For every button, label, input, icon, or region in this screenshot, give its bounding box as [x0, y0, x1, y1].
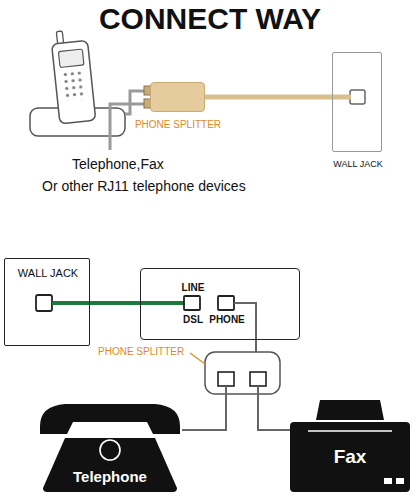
- dsl-filter-box-text: DSL: [183, 314, 203, 326]
- wall-jack-plate: WALL JACK: [332, 52, 382, 152]
- cable-end: [332, 95, 351, 100]
- device-note: Or other RJ11 telephone devices: [42, 178, 246, 194]
- dsl-filter-box-text: PHONE: [209, 314, 245, 326]
- dsl-filter-box-text: LINE: [182, 282, 205, 294]
- wall-jack-socket: [36, 295, 52, 311]
- phone-cable: [205, 95, 332, 100]
- wall-jack-box: WALL JACK: [4, 258, 90, 346]
- fax-icon-text: Fax: [334, 446, 367, 468]
- telephone-icon: Telephone: [35, 398, 185, 492]
- green-line: [90, 301, 140, 305]
- device-note: Telephone,Fax: [72, 156, 164, 172]
- line-port: [184, 296, 200, 310]
- phone-splitter: PHONE SPLITTER: [150, 82, 205, 112]
- wall-jack-plate-text: WALL JACK: [333, 159, 382, 169]
- telephone-cord: [182, 386, 226, 430]
- title: CONNECT WAY: [0, 2, 420, 37]
- phone-wire: [234, 303, 256, 352]
- phone-splitter-text: PHONE SPLITTER: [135, 119, 221, 131]
- splitter-label: PHONE SPLITTER: [98, 346, 184, 358]
- fax-icon-shape: [288, 398, 412, 492]
- wall-jack-socket: [350, 90, 365, 104]
- cordless-handset: [50, 29, 95, 124]
- green-line: [52, 301, 90, 305]
- wall-jack-box-text: WALL JACK: [18, 267, 78, 280]
- splitter-port: [218, 372, 234, 386]
- telephone-icon-text: Telephone: [73, 468, 147, 485]
- dsl-filter-box: LINE DSL PHONE: [140, 268, 300, 340]
- leader-line: [190, 353, 205, 364]
- fax-cord: [258, 386, 290, 430]
- green-line: [140, 301, 184, 305]
- phone-splitter-body: [205, 352, 280, 394]
- phone-port: [218, 296, 234, 310]
- fax-icon: Fax: [288, 398, 412, 492]
- splitter-port: [250, 372, 266, 386]
